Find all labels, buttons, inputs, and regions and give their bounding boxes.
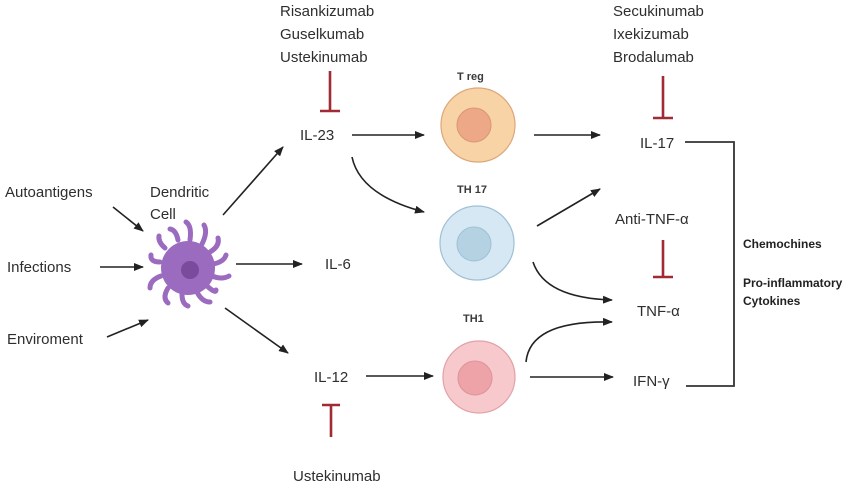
input-autoantigens: Autoantigens xyxy=(5,184,93,201)
dendritic-cell-icon xyxy=(147,219,232,309)
tnf-label: TNF-α xyxy=(637,303,680,320)
arrow-autoantigens-to-dc xyxy=(112,206,144,232)
il23-drug-ustekinumab: Ustekinumab xyxy=(280,49,368,66)
il12-inhibition-icon xyxy=(322,403,340,437)
il23-inhibition-icon xyxy=(320,71,340,113)
input-enviroment: Enviroment xyxy=(7,331,84,348)
dendritic-cell-label-line1: Dendritic xyxy=(150,184,210,201)
anti-tnf-label: Anti-TNF-α xyxy=(615,211,689,228)
il17-label: IL-17 xyxy=(640,135,674,152)
th1-label: TH1 xyxy=(463,313,484,325)
il23-label: IL-23 xyxy=(300,127,334,144)
treg-cell-icon xyxy=(440,87,516,163)
th17-cell-icon xyxy=(439,205,515,281)
il17-inhibition-icon xyxy=(653,76,673,120)
outcome-proinflammatory: Pro-inflammatory xyxy=(743,276,843,290)
tnf-inhibition-icon xyxy=(653,240,673,279)
th1-cell-icon xyxy=(442,340,516,414)
arrow-dc-to-il12 xyxy=(224,307,289,354)
il12-label: IL-12 xyxy=(314,369,348,386)
arrow-il23-to-th17 xyxy=(351,156,425,214)
arrow-th1-to-tnf xyxy=(525,317,613,363)
il12-drug-ustekinumab: Ustekinumab xyxy=(293,468,381,485)
il23-drug-risankizumab: Risankizumab xyxy=(280,3,374,20)
il17-drug-brodalumab: Brodalumab xyxy=(613,49,694,66)
dendritic-cell-label-line2: Cell xyxy=(150,206,176,223)
il17-drug-secukinumab: Secukinumab xyxy=(613,3,704,20)
outcome-cytokines: Cytokines xyxy=(743,294,801,308)
outcome-chemochines: Chemochines xyxy=(743,237,822,251)
il6-label: IL-6 xyxy=(325,256,351,273)
arrow-enviroment-to-dc xyxy=(106,319,149,338)
il23-drug-guselkumab: Guselkumab xyxy=(280,26,364,43)
th17-label: TH 17 xyxy=(457,184,487,196)
ifn-label: IFN-γ xyxy=(633,373,670,390)
treg-label: T reg xyxy=(457,71,484,83)
arrow-th17-to-il17 xyxy=(536,188,601,227)
arrow-dc-to-il23 xyxy=(222,146,284,216)
il17-drug-ixekizumab: Ixekizumab xyxy=(613,26,689,43)
input-infections: Infections xyxy=(7,259,71,276)
arrow-th17-to-tnf xyxy=(532,261,613,304)
effector-bracket xyxy=(685,141,735,387)
